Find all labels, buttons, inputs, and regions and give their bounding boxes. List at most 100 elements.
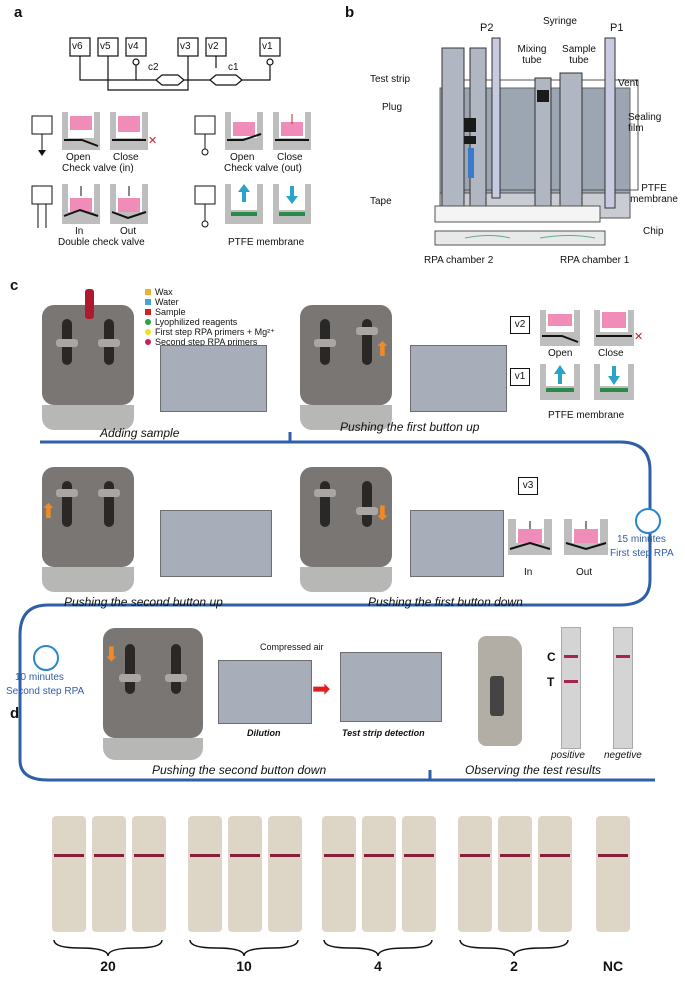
ptfe-caption-a: PTFE membrane [228, 237, 305, 248]
valve-label-v3: v3 [180, 41, 191, 52]
arrow-up-icon: ⬆ [374, 339, 391, 361]
group-label-4: 4 [374, 958, 382, 974]
negative-label: negetive [604, 750, 642, 761]
legend-item: Wax [145, 287, 275, 297]
label-tape: Tape [370, 196, 392, 207]
label-plug: Plug [382, 102, 403, 113]
sample-tube-red [85, 289, 94, 319]
device-slot [320, 481, 330, 527]
legend-item: First step RPA primers + Mg²⁺ [145, 327, 275, 337]
label-rpa-chamber-1: RPA chamber 1 [560, 255, 630, 266]
label-sealing-film: Sealing film [628, 112, 662, 134]
chamber-label-c1: c1 [228, 62, 239, 73]
double-check-valve-diagram [31, 184, 148, 228]
device-step1 [42, 289, 134, 405]
compressed-air-label: Compressed air [260, 642, 324, 652]
caption-second-button-down: Pushing the second button down [152, 763, 327, 777]
button-1 [314, 489, 336, 497]
photo-strip [188, 816, 222, 932]
timer2-duration: 10 minutes [15, 672, 64, 683]
photo-strip [596, 816, 630, 932]
device-3d-render [434, 37, 639, 246]
device-step3-base [42, 567, 134, 592]
photo-strip [402, 816, 436, 932]
device-slot [171, 644, 181, 694]
panel-a-letter: a [14, 4, 23, 21]
caption-observing-results: Observing the test results [465, 763, 602, 777]
svg-text:✕: ✕ [148, 135, 157, 147]
valve-label-v2: v2 [208, 41, 219, 52]
group-label-nc: NC [602, 958, 624, 974]
check-in-close-label: Close [113, 152, 139, 163]
strip-photos-row [50, 816, 650, 936]
photo-strip [458, 816, 492, 932]
second-primer-swatch [145, 339, 151, 345]
rack-step3 [160, 510, 272, 577]
inset-v3-box: v3 [518, 477, 538, 495]
button-2 [356, 507, 378, 515]
legend-item: Lyophilized reagents [145, 317, 275, 327]
photo-strip [498, 816, 532, 932]
alarm-clock-icon [33, 645, 59, 671]
strip-t-label: T [547, 675, 555, 689]
photo-strip [228, 816, 262, 932]
group-label-10: 10 [236, 958, 252, 974]
label-p2: P2 [480, 22, 494, 34]
control-band [616, 655, 630, 658]
button-2 [98, 489, 120, 497]
legend-item: Second step RPA primers [145, 337, 275, 347]
chamber-label-c2: c2 [148, 62, 159, 73]
check-in-open-label: Open [66, 152, 91, 163]
photo-strip [322, 816, 356, 932]
inset-v1-box: v1 [510, 368, 530, 386]
group-braces [53, 939, 569, 957]
device-slot [62, 481, 72, 527]
button-2 [356, 327, 378, 335]
strip-c-label: C [547, 650, 556, 664]
legend-item: Sample [145, 307, 275, 317]
alarm-clock-icon [635, 508, 661, 534]
device-step4: ⬇ [300, 467, 392, 567]
sample-swatch [145, 309, 151, 315]
right-arrow-icon: ➡ [312, 676, 331, 701]
button-1 [119, 674, 141, 682]
caption-second-button-up: Pushing the second button up [64, 595, 223, 609]
inset-v2-box: v2 [510, 316, 530, 334]
inset-valves-step2: ✕ [540, 310, 643, 400]
check-out-close-label: Close [277, 152, 303, 163]
valve-label-v4: v4 [128, 41, 139, 52]
device-step2-base [300, 405, 392, 430]
first-primer-swatch [145, 329, 151, 335]
device-step5: ⬇ [103, 628, 203, 738]
rack-detection [340, 652, 442, 722]
arrow-down-icon: ⬇ [374, 503, 391, 525]
check-out-open-label: Open [230, 152, 255, 163]
button-2 [98, 339, 120, 347]
inset-out-label: Out [576, 567, 593, 578]
device-step2: ⬆ [300, 305, 392, 405]
inset-ptfe-label: PTFE membrane [548, 410, 625, 421]
dilution-label: Dilution [247, 728, 281, 738]
test-strip-window [490, 676, 504, 716]
caption-adding-sample: Adding sample [100, 426, 180, 440]
valve-label-v6: v6 [72, 41, 83, 52]
photo-strip [92, 816, 126, 932]
test-band [564, 680, 578, 683]
photo-strip [52, 816, 86, 932]
device-slot [362, 481, 372, 527]
device-step3: ⬆ [40, 467, 134, 567]
inset-open-label: Open [548, 348, 573, 359]
caption-first-button-down: Pushing the first button down [368, 595, 523, 609]
device-step4-base [300, 567, 392, 592]
svg-text:✕: ✕ [634, 331, 643, 343]
strip-negative [613, 627, 633, 749]
double-in-label: In [75, 226, 84, 237]
inset-close-label: Close [598, 348, 624, 359]
label-sample-tube: Sample tube [562, 44, 596, 66]
detection-label: Test strip detection [342, 728, 425, 738]
device-step5-base [103, 738, 203, 760]
timer1-duration: 15 minutes [617, 534, 666, 545]
lyophilized-swatch [145, 319, 151, 325]
label-rpa-chamber-2: RPA chamber 2 [424, 255, 494, 266]
